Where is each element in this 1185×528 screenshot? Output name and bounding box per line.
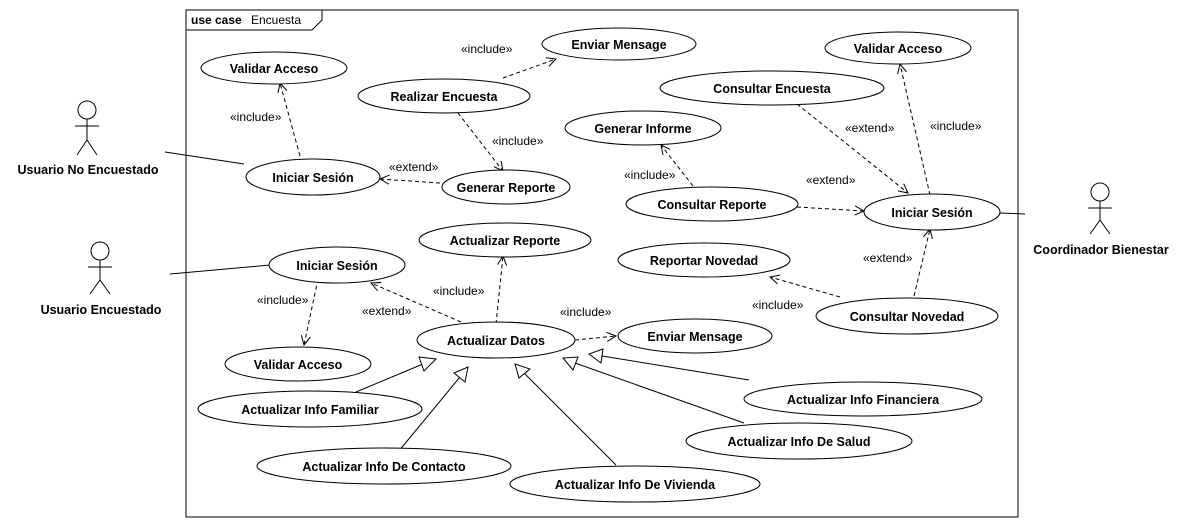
use-case-label: Consultar Reporte: [657, 198, 766, 212]
dep-consencuesta-iniciar2: [796, 103, 908, 193]
use-case-actualizar-info-de-vivienda[interactable]: Actualizar Info De Vivienda: [509, 465, 761, 503]
rel-label: «extend»: [806, 173, 856, 187]
dep-realizar-enviar1: [502, 59, 556, 79]
use-case-enviar-mensage[interactable]: Enviar Mensage: [541, 27, 697, 61]
dep-generar-iniciar1: [380, 179, 441, 183]
actor-usuario-no-encuestado[interactable]: Usuario No Encuestado: [18, 100, 159, 177]
actor-associations: [164, 151, 1026, 275]
rel-label: «include»: [624, 168, 676, 182]
rel-label: «include»: [257, 293, 309, 307]
generalizations: [355, 348, 750, 466]
stick-figure-icon: [88, 241, 112, 295]
rel-label: «extend»: [845, 121, 895, 135]
use-case-label: Realizar Encuesta: [391, 90, 499, 104]
use-case-reportar-novedad[interactable]: Reportar Novedad: [617, 242, 791, 278]
actor-label: Usuario Encuestado: [41, 303, 162, 317]
dep-actdatos-actreporte: [495, 256, 503, 325]
use-case-label: Actualizar Info Familiar: [241, 403, 379, 417]
use-case-actualizar-datos[interactable]: Actualizar Datos: [416, 321, 576, 359]
use-case-enviar-mensage[interactable]: Enviar Mensage: [617, 318, 773, 354]
use-case-generar-reporte[interactable]: Generar Reporte: [441, 169, 571, 205]
dep-consreporte-iniciar2: [796, 207, 864, 211]
use-case-label: Generar Informe: [594, 122, 691, 136]
use-case-label: Generar Reporte: [457, 181, 556, 195]
dep-iniciar1-validar1: [280, 83, 301, 157]
actor-coordinador-bienestar[interactable]: Coordinador Bienestar: [1033, 182, 1169, 257]
dep-actdatos-enviar2: [574, 336, 616, 340]
use-cases: Validar Acceso Enviar Mensage Realizar E…: [197, 27, 1001, 503]
use-case-label: Actualizar Info Financiera: [787, 393, 940, 407]
rel-label: «extend»: [389, 160, 439, 174]
use-case-label: Actualizar Datos: [447, 334, 545, 348]
use-case-label: Consultar Novedad: [850, 310, 965, 324]
use-case-label: Actualizar Info De Vivienda: [555, 478, 716, 492]
use-case-actualizar-info-de-contacto[interactable]: Actualizar Info De Contacto: [256, 447, 512, 485]
dependencies: [280, 59, 930, 345]
rel-label: «extend»: [362, 304, 412, 318]
use-case-label: Consultar Encuesta: [713, 82, 831, 96]
stick-figure-icon: [1088, 182, 1112, 235]
assoc-no-encuestado: [164, 151, 245, 165]
use-case-validar-acceso[interactable]: Validar Acceso: [824, 31, 972, 65]
use-case-validar-acceso[interactable]: Validar Acceso: [200, 51, 348, 85]
dep-realizar-generar: [457, 112, 503, 171]
actor-usuario-encuestado[interactable]: Usuario Encuestado: [41, 241, 162, 317]
use-case-generar-informe[interactable]: Generar Informe: [564, 110, 722, 146]
use-case-label: Validar Acceso: [254, 358, 343, 372]
use-case-label: Enviar Mensage: [571, 38, 666, 52]
use-case-label: Enviar Mensage: [647, 330, 742, 344]
rel-label: «extend»: [863, 251, 913, 265]
use-case-label: Actualizar Info De Salud: [727, 435, 870, 449]
rel-label: «include»: [492, 134, 544, 148]
use-case-label: Iniciar Sesión: [296, 259, 377, 273]
use-case-iniciar-sesion[interactable]: Iniciar Sesión: [268, 246, 406, 284]
assoc-coordinador: [999, 212, 1026, 215]
use-case-consultar-encuesta[interactable]: Consultar Encuesta: [659, 70, 885, 106]
use-case-iniciar-sesion[interactable]: Iniciar Sesión: [863, 193, 1001, 231]
use-case-label: Validar Acceso: [854, 42, 943, 56]
use-case-label: Actualizar Info De Contacto: [302, 460, 466, 474]
use-case-validar-acceso[interactable]: Validar Acceso: [224, 346, 372, 382]
actor-label: Usuario No Encuestado: [18, 163, 159, 177]
system-frame: use case Encuesta: [185, 9, 1019, 518]
assoc-encuestado: [169, 264, 271, 275]
rel-label: «include»: [930, 119, 982, 133]
use-case-consultar-novedad[interactable]: Consultar Novedad: [815, 297, 999, 335]
rel-label: «include»: [560, 305, 612, 319]
use-case-label: Iniciar Sesión: [891, 206, 972, 220]
use-case-label: Validar Acceso: [230, 62, 319, 76]
use-case-actualizar-info-familiar[interactable]: Actualizar Info Familiar: [197, 390, 423, 428]
rel-label: «include»: [230, 110, 282, 124]
dep-consnovedad-iniciar2: [913, 229, 930, 297]
use-case-actualizar-info-de-salud[interactable]: Actualizar Info De Salud: [685, 422, 913, 460]
use-case-realizar-encuesta[interactable]: Realizar Encuesta: [357, 78, 531, 114]
use-case-label: Reportar Novedad: [650, 254, 758, 268]
actor-label: Coordinador Bienestar: [1033, 243, 1169, 257]
rel-label: «include»: [752, 298, 804, 312]
relation-labels: «include» «include» «include» «extend» «…: [230, 42, 982, 319]
use-case-iniciar-sesion[interactable]: Iniciar Sesión: [245, 158, 381, 196]
use-case-actualizar-reporte[interactable]: Actualizar Reporte: [418, 222, 592, 258]
stick-figure-icon: [75, 100, 99, 156]
dep-iniciar3-validar3: [304, 278, 319, 345]
dep-iniciar2-validar2: [900, 64, 931, 196]
rel-label: «include»: [461, 42, 513, 56]
use-case-actualizar-info-financiera[interactable]: Actualizar Info Financiera: [743, 381, 983, 417]
dep-consnovedad-reportar: [770, 277, 841, 298]
use-case-label: Iniciar Sesión: [272, 171, 353, 185]
dep-actdatos-iniciar3: [371, 283, 462, 323]
frame-name: Encuesta: [251, 13, 301, 27]
frame-keyword: use case: [191, 13, 242, 27]
use-case-label: Actualizar Reporte: [450, 234, 560, 248]
rel-label: «include»: [433, 284, 485, 298]
dep-consreporte-informe: [661, 145, 694, 187]
use-case-consultar-reporte[interactable]: Consultar Reporte: [625, 186, 799, 222]
